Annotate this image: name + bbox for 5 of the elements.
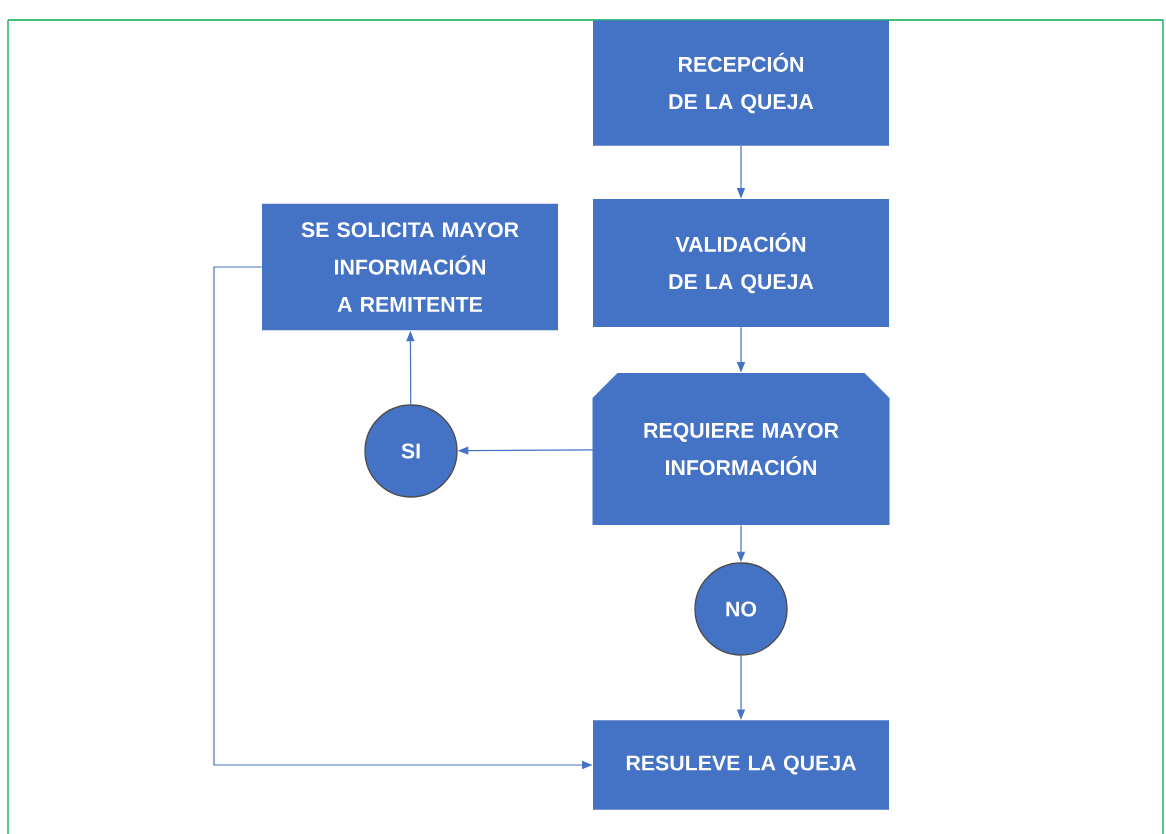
decision-box: REQUIERE MAYOR INFORMACIÓN xyxy=(592,373,890,525)
process-box: RESULEVE LA QUEJA xyxy=(593,720,889,810)
process-box: VALIDACIÓN DE LA QUEJA xyxy=(593,199,889,327)
process-box: SE SOLICITA MAYOR INFORMACIÓN A REMITENTE xyxy=(262,203,558,331)
process-box: RECEPCIÓN DE LA QUEJA xyxy=(593,20,889,146)
